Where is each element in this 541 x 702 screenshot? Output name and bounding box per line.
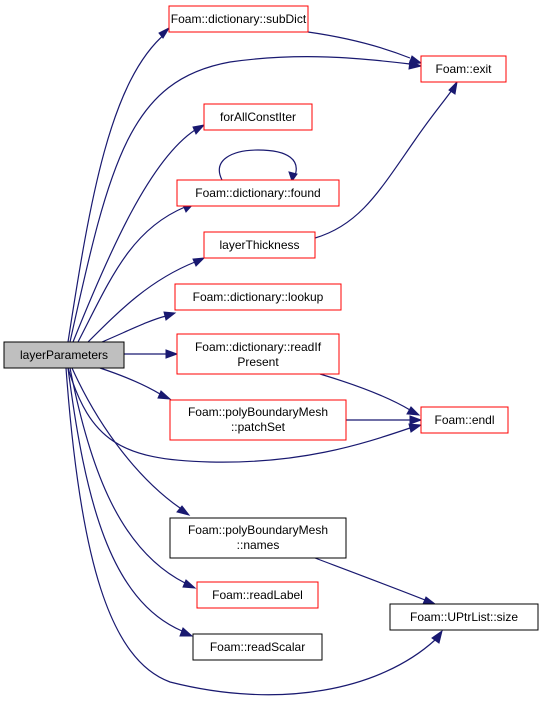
edge-arrow-forAllConstIter bbox=[192, 124, 206, 135]
node-label: Foam::dictionary::lookup bbox=[193, 290, 324, 304]
edge-arrow-patchSet bbox=[157, 390, 172, 400]
edge-layerParameters-patchSet bbox=[99, 367, 161, 395]
node-label: Foam::dictionary::subDict bbox=[171, 12, 307, 26]
edge-layerParameters-subDict bbox=[67, 32, 167, 343]
edge-layerParameters-layerThickness bbox=[87, 261, 196, 343]
node-found[interactable]: Foam::dictionary::found bbox=[176, 179, 340, 207]
node-layerThickness[interactable]: layerThickness bbox=[203, 231, 316, 259]
edge-arrow-readIfPresent bbox=[165, 349, 179, 359]
node-lookup[interactable]: Foam::dictionary::lookup bbox=[174, 283, 342, 311]
node-names[interactable]: Foam::polyBoundaryMesh ::names bbox=[169, 517, 347, 559]
node-label: layerParameters bbox=[20, 348, 108, 362]
edge-arrow-names bbox=[176, 505, 191, 516]
node-readLabel[interactable]: Foam::readLabel bbox=[196, 581, 319, 609]
edge-arrow-endl-c bbox=[409, 415, 423, 425]
edge-arrow-layerThickness bbox=[192, 257, 206, 267]
node-label: Foam::dictionary::found bbox=[195, 186, 320, 200]
node-label-line1: Foam::dictionary::readIf bbox=[195, 340, 322, 354]
node-readIfPresent[interactable]: Foam::dictionary::readIf Present bbox=[176, 333, 340, 375]
node-label-line2: ::names bbox=[237, 538, 280, 552]
node-layerParameters[interactable]: layerParameters bbox=[3, 341, 125, 369]
edge-layerThickness-exit bbox=[314, 89, 453, 239]
edge-layerParameters-readScalar bbox=[67, 367, 183, 632]
edge-arrow-readScalar bbox=[179, 627, 194, 637]
node-size[interactable]: Foam::UPtrList::size bbox=[389, 603, 539, 631]
node-label: Foam::readScalar bbox=[210, 640, 305, 654]
edge-arrow-exit-b bbox=[408, 55, 423, 65]
node-label: Foam::UPtrList::size bbox=[410, 610, 518, 624]
node-label-line2: ::patchSet bbox=[231, 420, 286, 434]
edge-arrow-lookup bbox=[163, 311, 177, 321]
edge-layerParameters-exit bbox=[69, 56, 411, 343]
node-label: forAllConstIter bbox=[220, 110, 296, 124]
edge-arrow-exit-c bbox=[448, 80, 458, 95]
edge-subDict-exit bbox=[307, 31, 411, 59]
node-endl[interactable]: Foam::endl bbox=[420, 406, 509, 434]
edge-layerParameters-endl bbox=[67, 367, 411, 463]
edge-layerParameters-readLabel bbox=[69, 367, 186, 584]
edge-arrow-found-loop bbox=[288, 171, 298, 183]
edge-arrow-readLabel bbox=[182, 579, 197, 589]
edges bbox=[65, 26, 458, 696]
node-subDict[interactable]: Foam::dictionary::subDict bbox=[168, 5, 309, 33]
edge-layerParameters-found bbox=[77, 206, 186, 343]
edge-arrow-size-b bbox=[431, 629, 443, 644]
edge-layerParameters-size bbox=[65, 367, 436, 696]
node-label: Foam::exit bbox=[435, 62, 492, 76]
edge-readIfPresent-endl bbox=[319, 373, 411, 411]
node-exit[interactable]: Foam::exit bbox=[420, 55, 507, 83]
edge-found-found bbox=[218, 149, 297, 181]
node-label: Foam::endl bbox=[434, 413, 494, 427]
node-label: Foam::readLabel bbox=[212, 588, 303, 602]
node-forAllConstIter[interactable]: forAllConstIter bbox=[203, 103, 313, 131]
edge-layerParameters-names bbox=[71, 367, 181, 509]
edge-arrow-endl-b bbox=[406, 406, 421, 416]
node-readScalar[interactable]: Foam::readScalar bbox=[192, 633, 323, 661]
node-label-line2: Present bbox=[237, 355, 279, 369]
edge-layerParameters-lookup bbox=[101, 315, 167, 343]
node-patchSet[interactable]: Foam::polyBoundaryMesh ::patchSet bbox=[169, 399, 347, 441]
edge-arrow-size-a bbox=[422, 596, 437, 605]
edge-layerParameters-forAllConstIter bbox=[72, 129, 196, 343]
edge-arrow-endl-a bbox=[408, 423, 423, 433]
edge-names-size bbox=[314, 557, 426, 601]
node-label: layerThickness bbox=[219, 238, 299, 252]
node-label-line1: Foam::polyBoundaryMesh bbox=[188, 405, 328, 419]
node-label-line1: Foam::polyBoundaryMesh bbox=[188, 523, 328, 537]
edge-arrow-subDict bbox=[158, 26, 171, 39]
